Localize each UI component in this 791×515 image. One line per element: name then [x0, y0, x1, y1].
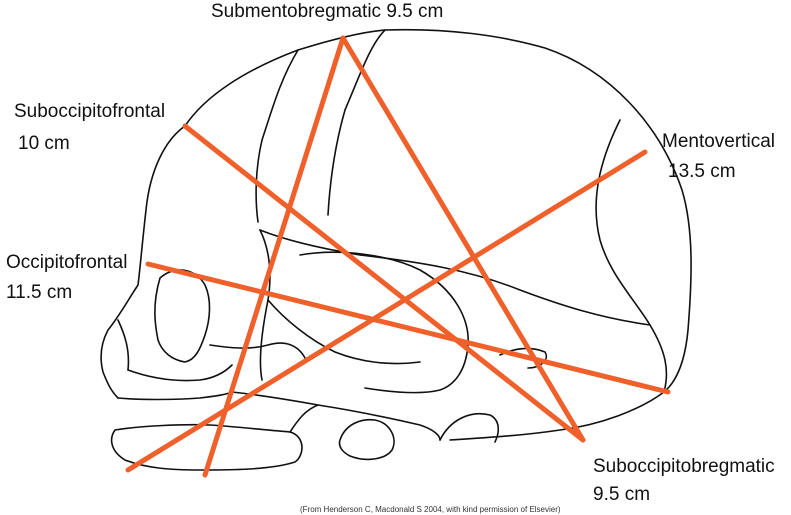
occipitofrontal-label: Occipitofrontal	[6, 252, 128, 273]
image-credit: (From Henderson C, Macdonald S 2004, wit…	[300, 505, 561, 514]
occipital-base	[449, 391, 665, 441]
nasal-bone	[117, 319, 130, 371]
mentovertical-label: Mentovertical	[662, 131, 775, 152]
suboccipitofrontal-label: Suboccipitofrontal	[14, 101, 166, 122]
parietal-edge	[259, 229, 651, 326]
temporal-bone	[299, 251, 469, 394]
skull-base-curve	[231, 391, 441, 441]
auditory-region	[338, 418, 395, 461]
skull-outline	[100, 28, 692, 471]
suboccipitofrontal-line	[182, 123, 586, 443]
measurement-lines	[125, 35, 671, 478]
mandible-ramus	[289, 404, 319, 433]
submentobregmatic-line	[202, 35, 346, 478]
mandible-outline	[110, 423, 303, 471]
suboccipitobregmatic-line	[340, 35, 586, 443]
maxilla	[127, 364, 233, 382]
mastoid-process	[439, 413, 500, 443]
lambdoid-suture	[595, 119, 668, 393]
mentovertical-value: 13.5 cm	[668, 161, 736, 182]
occipitofrontal-value: 11.5 cm	[6, 282, 73, 303]
occipitofrontal-line	[145, 261, 671, 395]
suboccipitobregmatic-value: 9.5 cm	[593, 484, 651, 505]
suboccipitofrontal-value: 10 cm	[18, 133, 70, 154]
zygomatic-arch	[209, 342, 306, 359]
frontal-suture	[255, 49, 299, 223]
greater-wing	[259, 229, 271, 381]
orbit-outline	[154, 269, 211, 363]
coronal-suture	[327, 29, 386, 216]
frontal-outline	[100, 125, 186, 399]
face-outline	[117, 391, 233, 401]
submentobregmatic-label: Submentobregmatic 9.5 cm	[211, 1, 444, 22]
squamous-detail	[267, 299, 421, 365]
mentovertical-line	[125, 149, 648, 473]
suboccipitobregmatic-label: Suboccipitobregmatic	[593, 456, 775, 477]
